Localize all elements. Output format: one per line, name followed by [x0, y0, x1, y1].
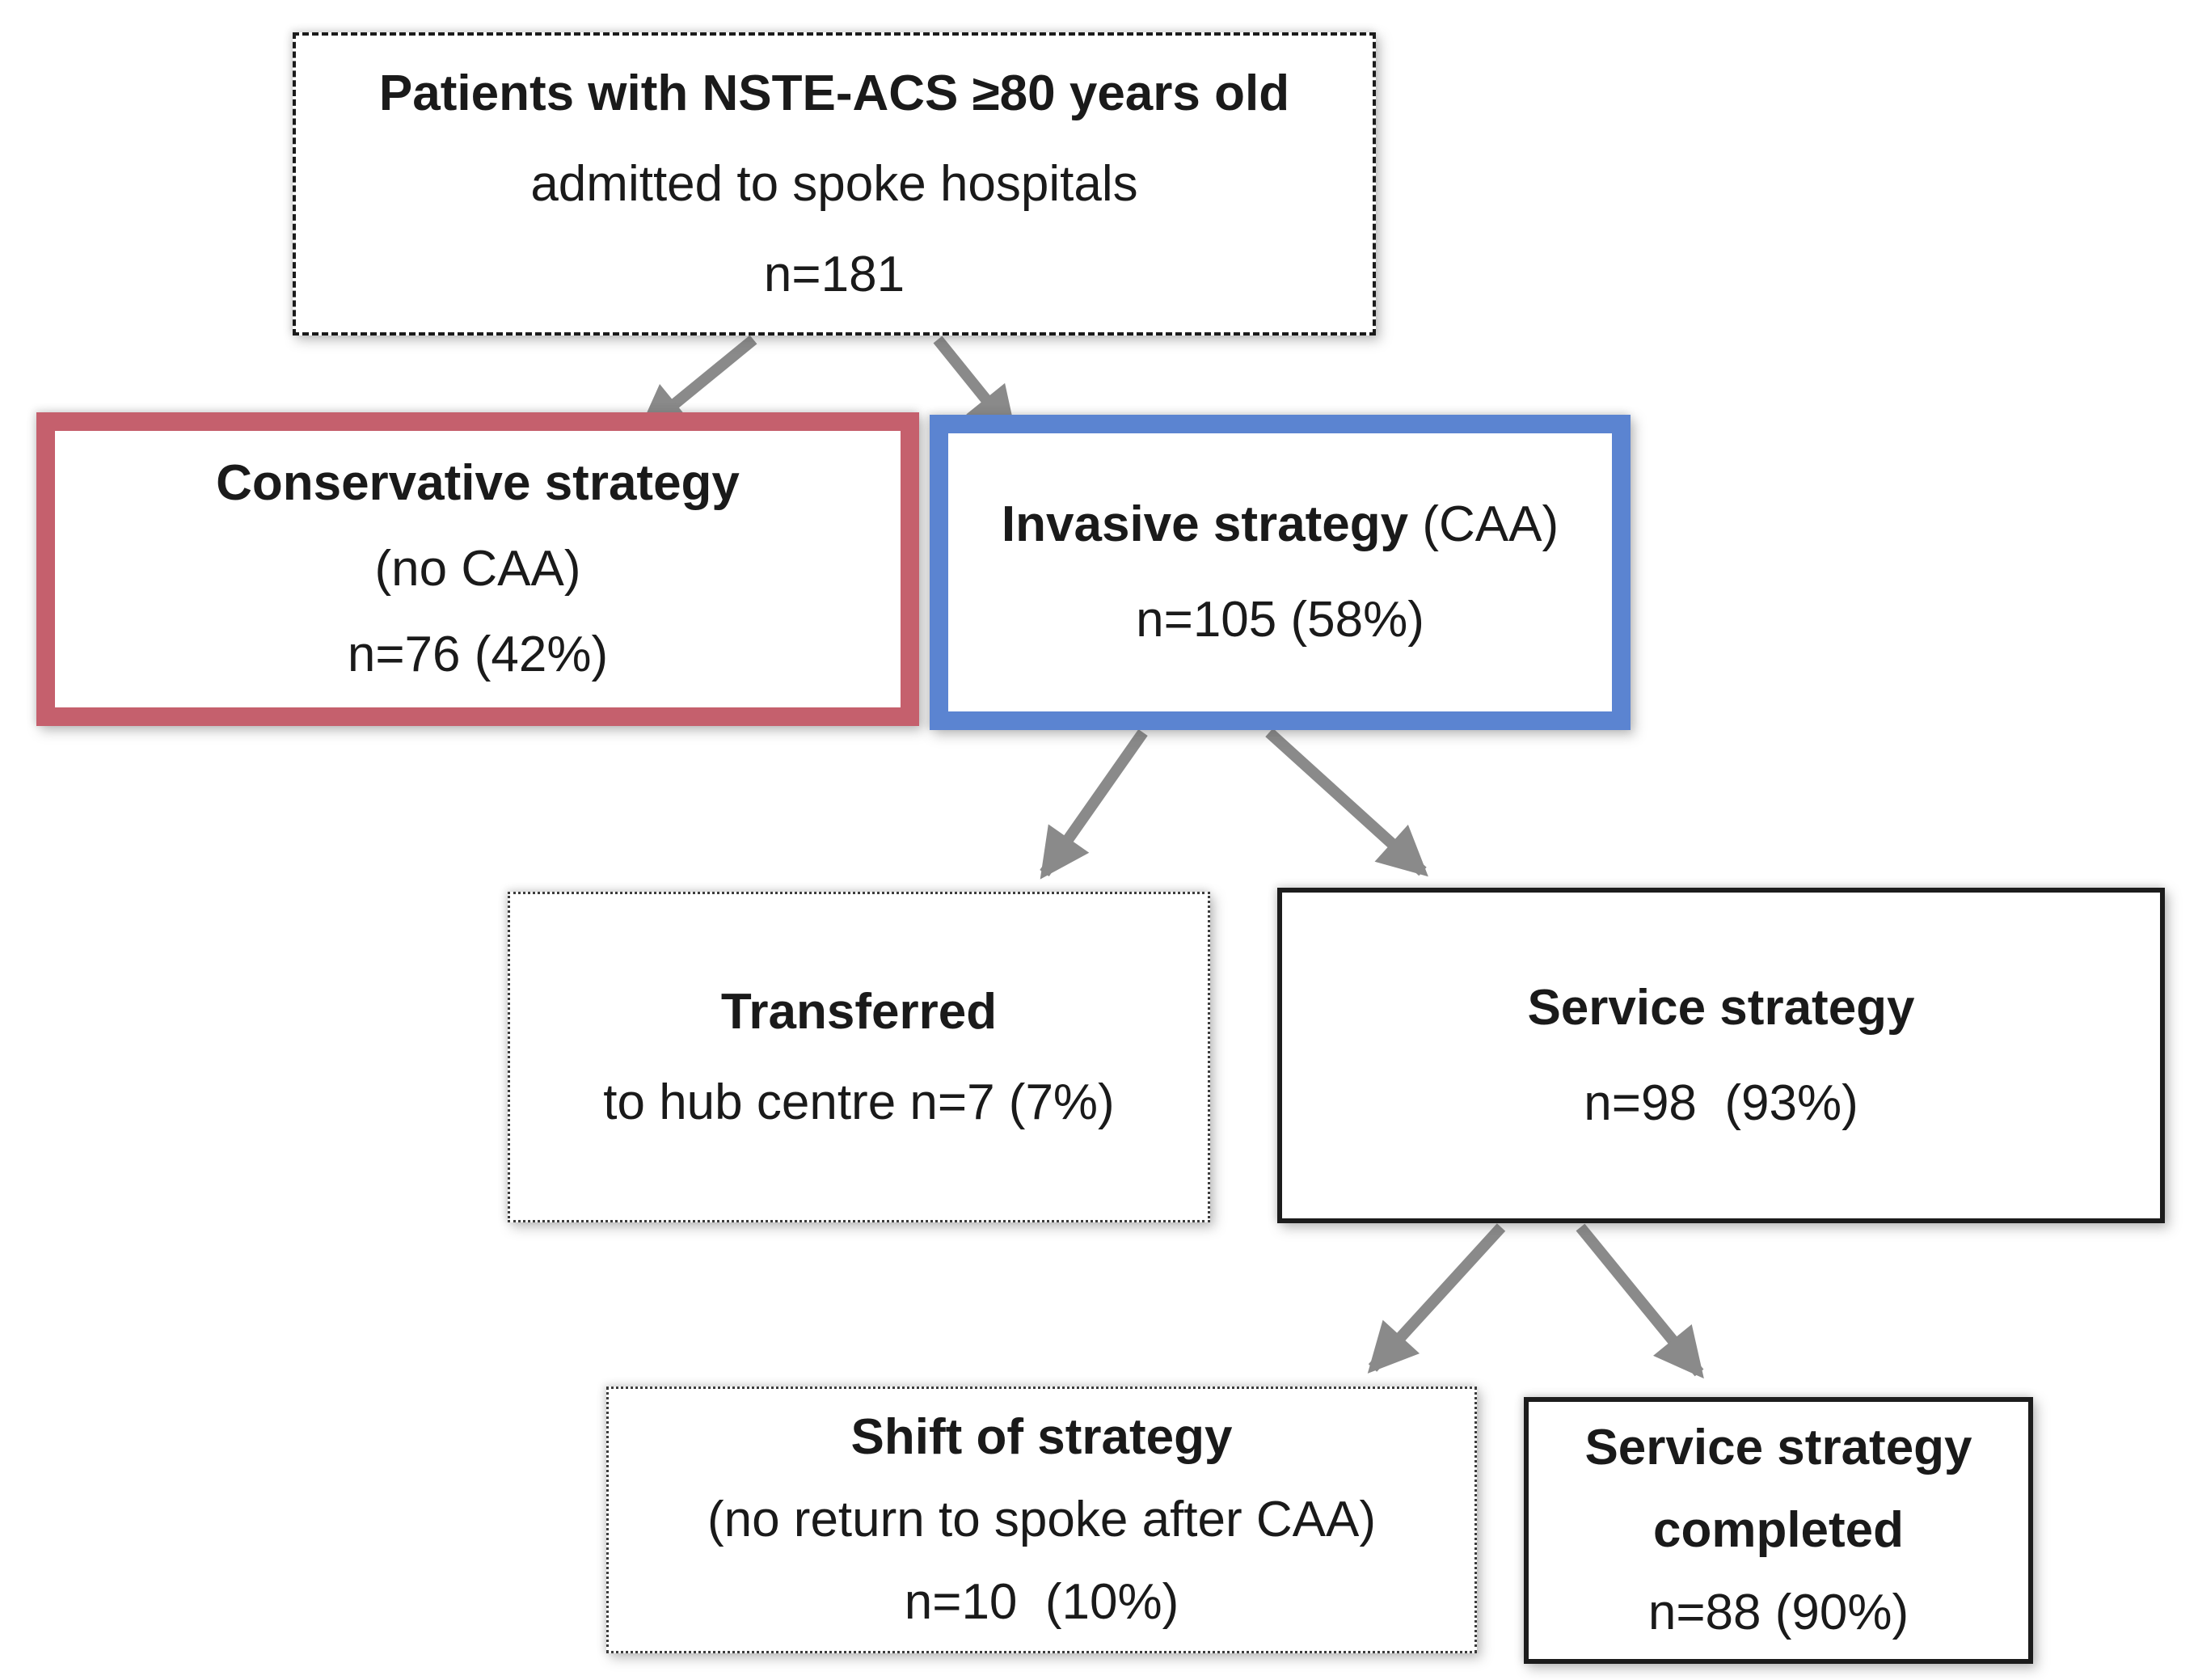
invasive-title: Invasive strategy (CAA)	[1002, 477, 1559, 572]
service-title: Service strategy	[1527, 979, 1915, 1036]
transferred-count: to hub centre n=7 (7%)	[603, 1074, 1115, 1130]
box-conservative-strategy: Conservative strategy (no CAA) n=76 (42%…	[36, 412, 919, 726]
conservative-title: Conservative strategy	[216, 455, 740, 511]
box-shift-of-strategy: Shift of strategy (no return to spoke af…	[606, 1387, 1477, 1653]
box-enrollment: Patients with NSTE-ACS ≥80 years old adm…	[293, 32, 1376, 336]
box-transferred: Transferred to hub centre n=7 (7%)	[508, 892, 1210, 1222]
transferred-title: Transferred	[720, 983, 998, 1040]
box-service-strategy-completed: Service strategy completed n=88 (90%)	[1524, 1397, 2033, 1664]
conservative-subtitle: (no CAA)	[374, 541, 581, 597]
arrow-service-to-completed	[1576, 1223, 1704, 1379]
invasive-count: n=105 (58%)	[1136, 592, 1424, 648]
arrow-invasive-to-transferred	[1040, 728, 1148, 880]
enrollment-title: Patients with NSTE-ACS ≥80 years old	[378, 65, 1290, 121]
service-count: n=98 (93%)	[1584, 1074, 1858, 1131]
shift-subtitle: (no return to spoke after CAA)	[707, 1492, 1377, 1547]
shift-title: Shift of strategy	[850, 1409, 1233, 1465]
box-service-strategy: Service strategy n=98 (93%)	[1277, 888, 2165, 1223]
arrow-invasive-to-service	[1265, 728, 1428, 877]
invasive-title-rest: (CAA)	[1408, 496, 1559, 552]
shift-count: n=10 (10%)	[904, 1574, 1179, 1630]
completed-count: n=88 (90%)	[1647, 1585, 1909, 1640]
invasive-title-bold: Invasive strategy	[1001, 496, 1409, 552]
arrow-service-to-shift	[1367, 1223, 1506, 1374]
enrollment-subtitle: admitted to spoke hospitals	[530, 155, 1138, 212]
box-invasive-strategy: Invasive strategy (CAA) n=105 (58%)	[930, 415, 1631, 730]
completed-title: Service strategy	[1584, 1420, 1972, 1475]
conservative-count: n=76 (42%)	[347, 627, 609, 682]
completed-subtitle: completed	[1652, 1502, 1905, 1558]
enrollment-count: n=181	[763, 246, 905, 302]
